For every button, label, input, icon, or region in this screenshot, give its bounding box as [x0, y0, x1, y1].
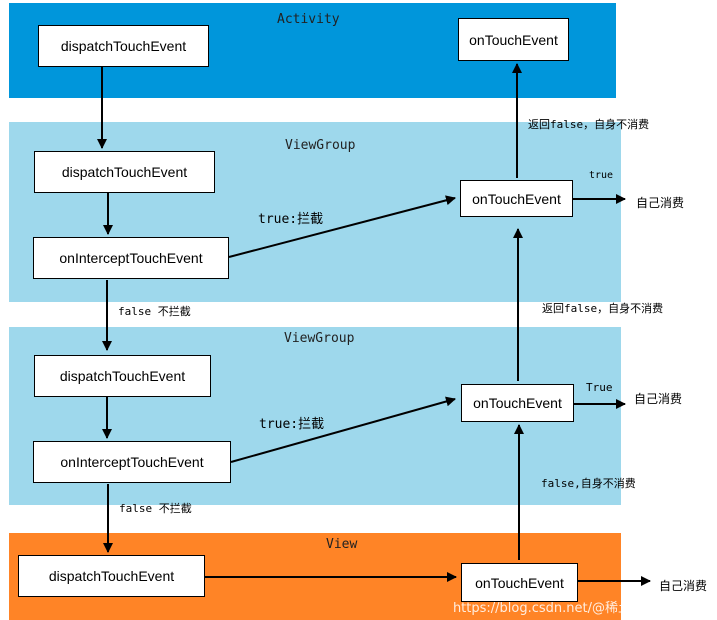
label-false-self-not-consume: false,自身不消费 [541, 477, 636, 490]
label-false-no-intercept-2: false 不拦截 [119, 502, 192, 515]
viewgroup-title-2: ViewGroup [284, 331, 355, 346]
label-return-false-1: 返回false，自身不消费 [528, 118, 650, 131]
vg2-dispatch-touch-event: dispatchTouchEvent [34, 355, 211, 397]
label-consume-3: 自己消费 [659, 579, 708, 593]
view-dispatch-touch-event: dispatchTouchEvent [18, 555, 205, 597]
view-on-touch-event: onTouchEvent [461, 563, 578, 602]
activity-dispatch-touch-event: dispatchTouchEvent [38, 25, 209, 67]
label-true-2: True [586, 381, 613, 394]
label-true-1: true [589, 170, 614, 181]
label-return-false-2: 返回false，自身不消费 [542, 302, 664, 315]
label-consume-1: 自己消费 [636, 196, 685, 210]
label-true-intercept-2: true:拦截 [259, 417, 325, 432]
vg2-on-intercept-touch-event: onInterceptTouchEvent [33, 441, 231, 483]
vg1-on-touch-event: onTouchEvent [460, 180, 573, 217]
vg1-dispatch-touch-event: dispatchTouchEvent [34, 151, 215, 193]
activity-on-touch-event: onTouchEvent [458, 18, 569, 61]
viewgroup-title-1: ViewGroup [285, 138, 356, 153]
arrow-vg2-intercept-to-ontouch [230, 396, 456, 463]
activity-title: Activity [277, 12, 340, 27]
watermark: https://blog.csdn.net/@稀土掘金技术社区 [452, 601, 709, 616]
arrow-vg1-intercept-to-ontouch [228, 195, 456, 258]
vg2-on-touch-event: onTouchEvent [461, 384, 574, 422]
label-true-intercept-1: true:拦截 [258, 212, 324, 227]
label-consume-2: 自己消费 [634, 392, 683, 406]
label-false-no-intercept-1: false 不拦截 [118, 305, 191, 318]
view-title: View [326, 537, 358, 552]
vg1-on-intercept-touch-event: onInterceptTouchEvent [33, 237, 229, 279]
